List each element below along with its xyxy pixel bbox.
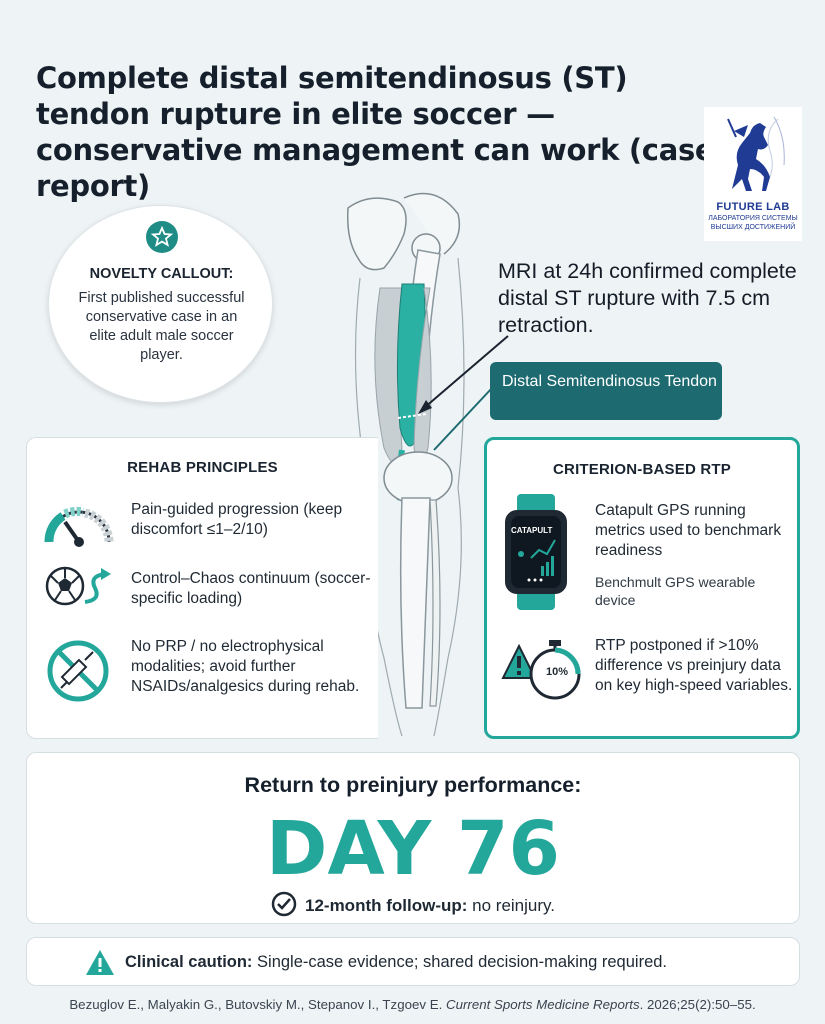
followup-rest: no reinjury.: [467, 896, 555, 915]
star-badge-icon: [146, 221, 178, 253]
citation-authors: Bezuglov E., Malyakin G., Butovskiy M., …: [69, 997, 446, 1012]
pointer-arrows: [418, 335, 509, 451]
criterion-rtp-card: CRITERION-BASED RTP CATAPULT Catapult GP…: [484, 437, 800, 739]
watch-label: CATAPULT: [511, 526, 553, 535]
result-card: Return to preinjury performance: DAY 76 …: [26, 752, 800, 924]
followup-line: 12-month follow-up: no reinjury.: [27, 891, 799, 917]
rehab-principles-card: REHAB PRINCIPLES Pain-guided progression…: [26, 437, 378, 739]
rehab-item-text: Pain-guided progression (keep discomfort…: [131, 501, 343, 538]
tendon-label: Distal Semitendinosus Tendon: [490, 362, 722, 420]
gps-watch-icon: [505, 494, 567, 610]
rtp-item-text: Catapult GPS running metrics used to ben…: [595, 502, 782, 559]
followup-bold: 12-month follow-up:: [305, 896, 468, 915]
stopwatch-label: 10%: [545, 666, 569, 678]
gauge-icon: [44, 506, 114, 547]
warning-triangle-icon: [86, 950, 114, 975]
novelty-body: First published successful conservative …: [78, 290, 245, 363]
caution-rest: Single-case evidence; shared decision-ma…: [252, 953, 667, 971]
result-label: Return to preinjury performance:: [244, 773, 582, 797]
rtp-title: CRITERION-BASED RTP: [553, 461, 731, 478]
logo-name: FUTURE LAB: [716, 201, 790, 213]
leg-anatomy-illustration: [346, 192, 465, 737]
caution-bold: Clinical caution:: [125, 953, 253, 971]
caution-text: Clinical caution: Single-case evidence; …: [125, 953, 667, 972]
no-injection-icon: [47, 640, 109, 702]
soccer-ball-curve-arrow-icon: [45, 566, 111, 606]
citation-tail: . 2026;25(2):50–55.: [639, 997, 756, 1012]
page-title: Complete distal semitendinosus (ST) tend…: [36, 61, 715, 203]
rehab-title: REHAB PRINCIPLES: [127, 459, 278, 476]
rtp-item-subtext: Benchmult GPS wearable device: [595, 574, 756, 608]
novelty-callout: NOVELTY CALLOUT: First published success…: [48, 205, 273, 403]
result-day: DAY 76: [266, 806, 560, 892]
warning-stopwatch-icon: [501, 640, 581, 700]
logo-subtitle: ВЫСШИХ ДОСТИЖЕНИЙ: [710, 224, 796, 231]
logo-subtitle: ЛАБОРАТОРИЯ СИСТЕМЫ: [708, 215, 798, 222]
check-circle-icon: [271, 891, 297, 917]
horse-logo-icon: [727, 116, 785, 191]
novelty-title: NOVELTY CALLOUT:: [89, 266, 234, 282]
rehab-item-text: No PRP / no electrophysical modalities; …: [131, 638, 360, 695]
mri-note: MRI at 24h confirmed complete distal ST …: [498, 259, 797, 337]
rtp-item-text: RTP postponed if >10% difference vs prei…: [595, 637, 793, 694]
rehab-item-text: Control–Chaos continuum (soccer-specific…: [131, 570, 371, 607]
citation-journal: Current Sports Medicine Reports: [445, 997, 640, 1012]
citation: Bezuglov E., Malyakin G., Butovskiy M., …: [10, 997, 815, 1012]
future-lab-logo: FUTURE LAB ЛАБОРАТОРИЯ СИСТЕМЫ ВЫСШИХ ДО…: [704, 107, 802, 241]
caution-bar: Clinical caution: Single-case evidence; …: [26, 937, 800, 986]
